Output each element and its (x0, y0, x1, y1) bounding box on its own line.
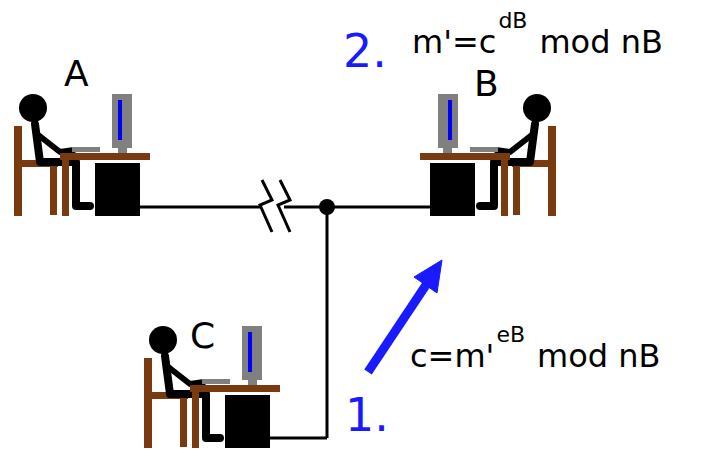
step-number: 2. (343, 28, 387, 74)
station-b (420, 94, 556, 216)
formula-text: mod nB (539, 26, 662, 58)
formula-exponent: eB (496, 324, 525, 346)
formula-exponent: dB (498, 10, 527, 32)
station-a (14, 94, 150, 216)
lightning-break (260, 180, 290, 232)
station-label: A (64, 56, 89, 92)
station-label: C (190, 318, 215, 354)
step-number: 1. (345, 392, 389, 438)
network-wire (140, 207, 430, 438)
formula-text: m'=c (412, 26, 496, 58)
formula-text: c=m' (410, 340, 494, 372)
formula-text: mod nB (537, 340, 660, 372)
junction-dot (319, 199, 335, 215)
station-label: B (474, 66, 499, 102)
